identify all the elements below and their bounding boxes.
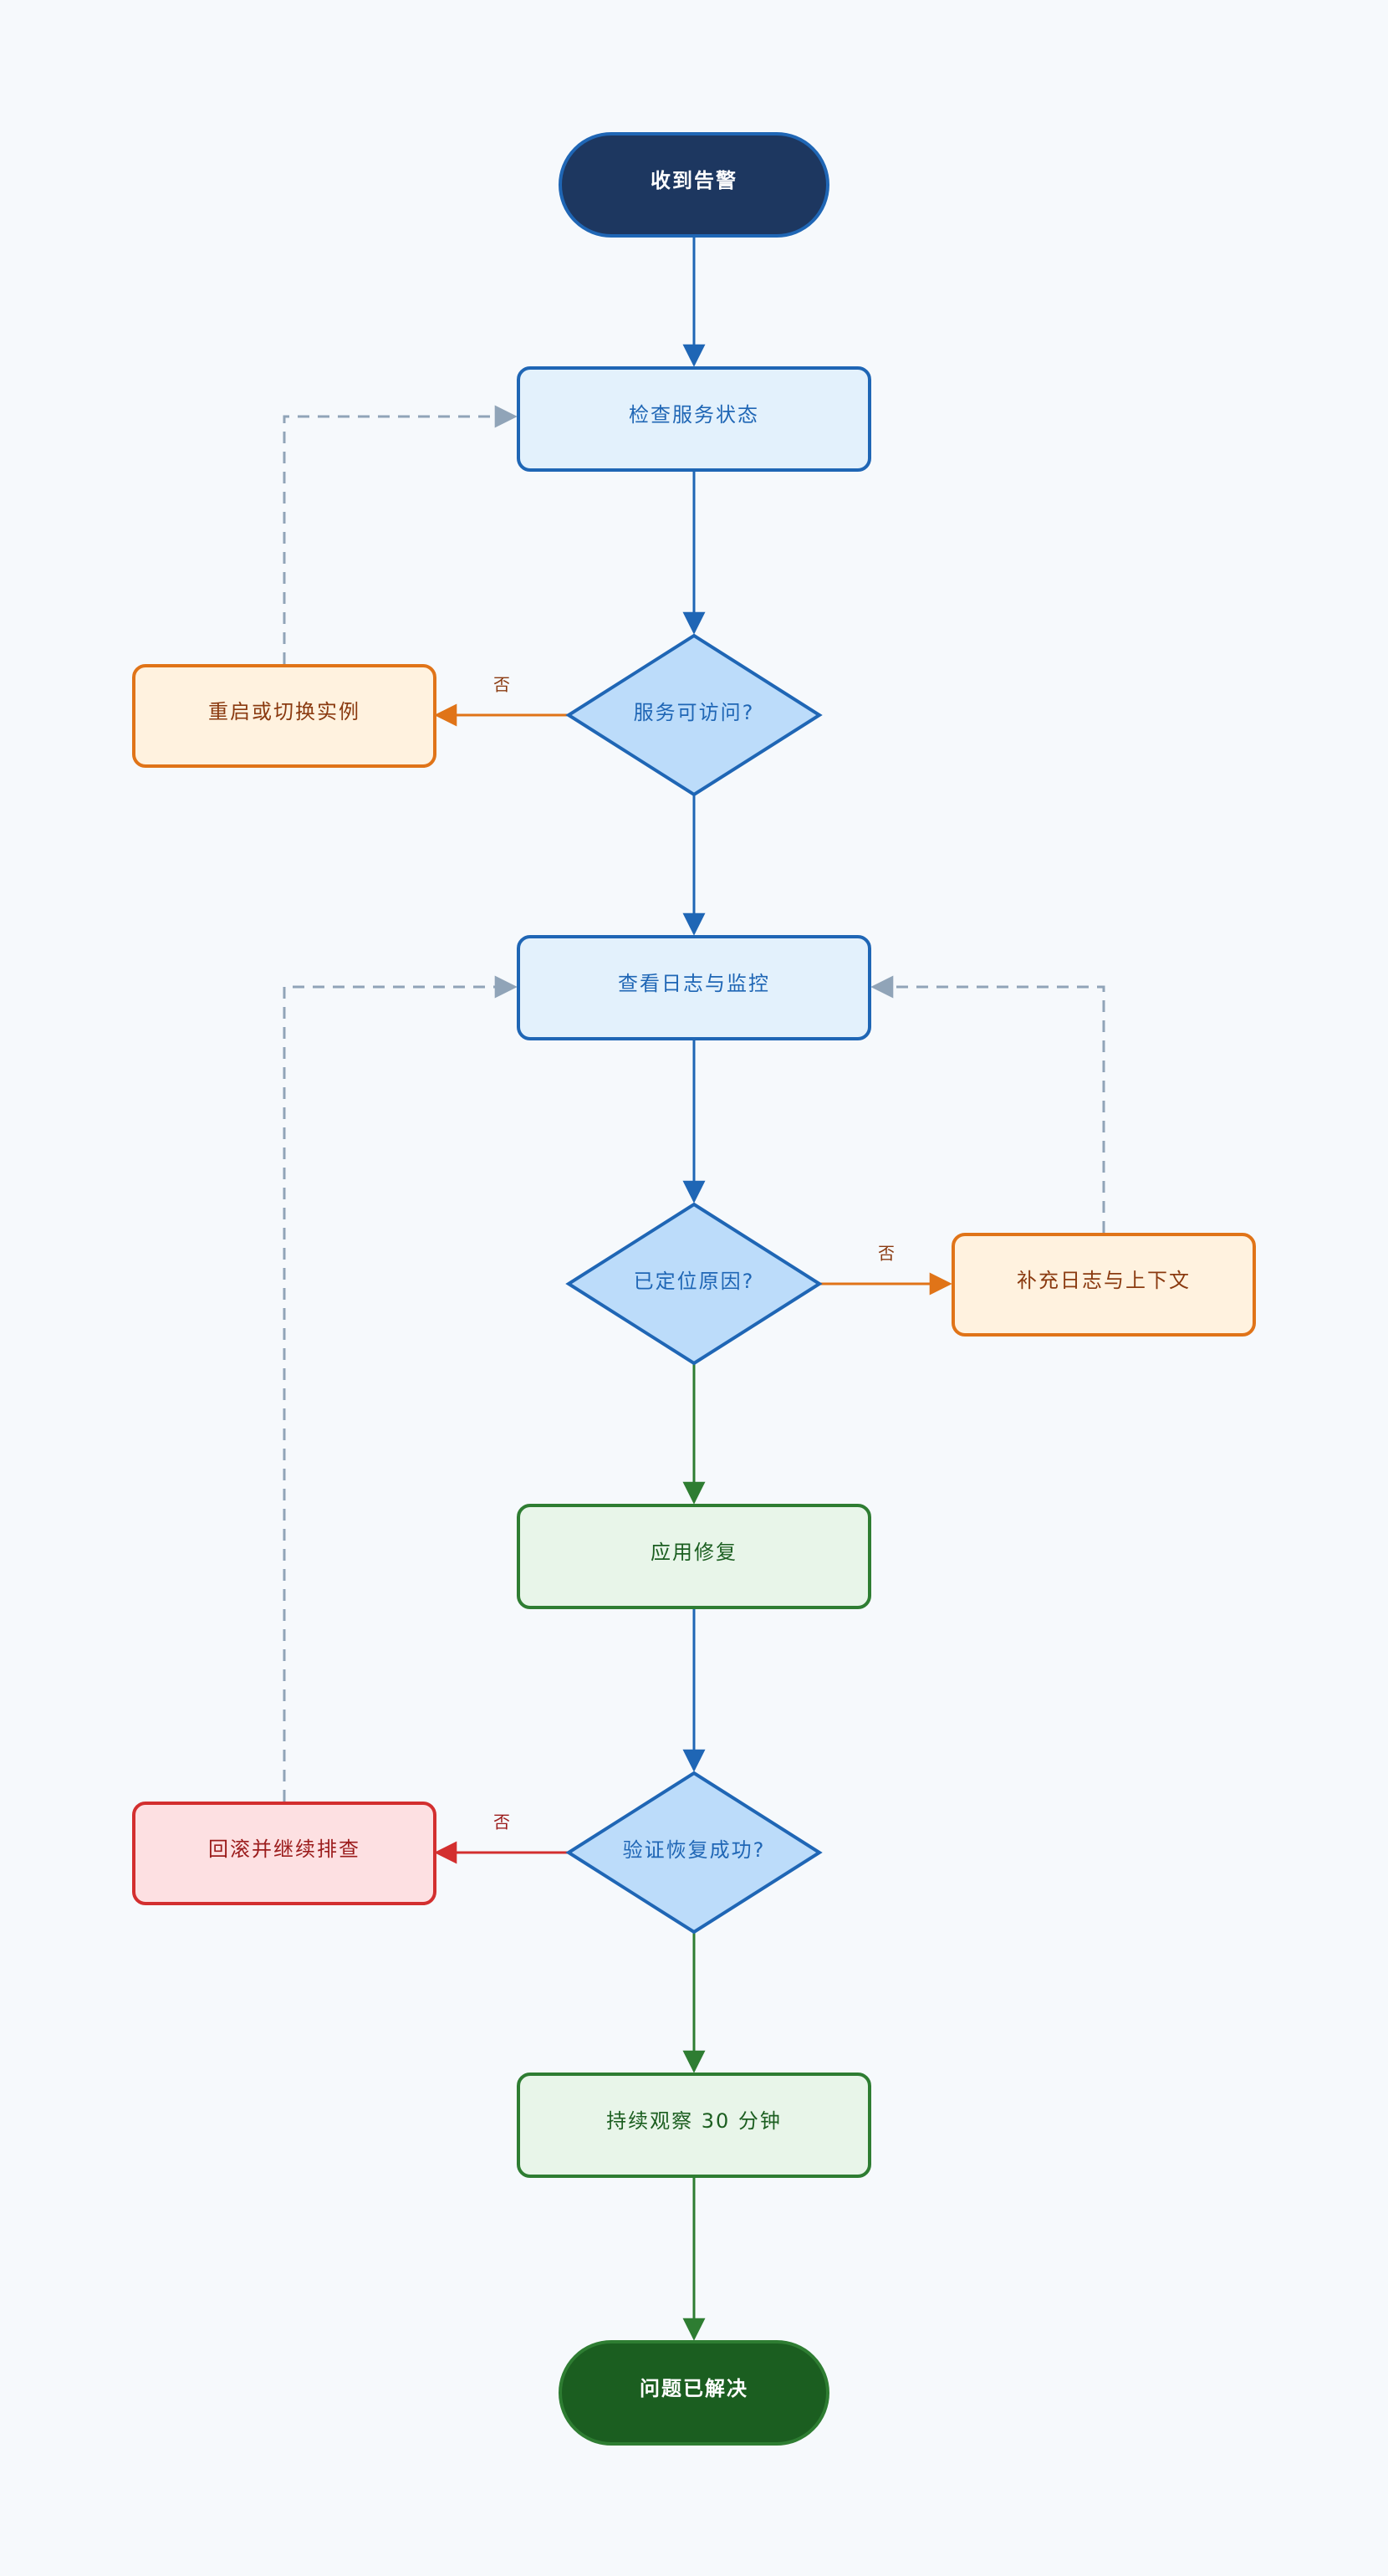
node-view-logs[interactable]: 查看日志与监控 — [517, 935, 871, 1040]
node-check-service[interactable]: 检查服务状态 — [517, 366, 871, 472]
edge-label-no: 否 — [878, 1244, 895, 1264]
node-apply-fix-label: 应用修复 — [651, 1541, 737, 1564]
node-service-accessible-decision[interactable]: 服务可访问? — [565, 633, 823, 797]
node-cause-located-label: 已定位原因? — [634, 1270, 755, 1293]
node-view-logs-shape — [517, 935, 871, 1040]
node-observe[interactable]: 持续观察 30 分钟 — [517, 2073, 871, 2178]
node-restart-shape — [132, 664, 436, 768]
node-end[interactable]: 问题已解决 — [559, 2340, 829, 2446]
node-add-logs-label: 补充日志与上下文 — [1017, 1269, 1191, 1292]
edge-label-no: 否 — [493, 1812, 510, 1832]
node-start-shape — [559, 132, 829, 238]
node-view-logs-label: 查看日志与监控 — [618, 972, 770, 995]
node-rollback-label: 回滚并继续排查 — [208, 1837, 360, 1861]
edge-labels: 否 否 否 — [493, 675, 895, 1832]
node-cause-located-decision[interactable]: 已定位原因? — [565, 1202, 823, 1366]
node-service-accessible-label: 服务可访问? — [634, 701, 755, 724]
node-add-logs-shape — [952, 1233, 1256, 1337]
node-start[interactable]: 收到告警 — [559, 132, 829, 238]
edge-add-logs-to-view-logs-dashed — [870, 975, 1105, 1233]
nodes: 收到告警 检查服务状态 服务可访问? 重启或切换实例 查看日志与监控 已定位原因… — [132, 132, 1256, 2446]
node-start-label: 收到告警 — [651, 169, 737, 192]
edge-label-no: 否 — [493, 675, 510, 695]
node-verify-shape — [565, 1771, 823, 1935]
node-verify-decision[interactable]: 验证恢复成功? — [565, 1771, 823, 1935]
node-restart-label: 重启或切换实例 — [208, 700, 360, 723]
node-service-accessible-shape — [565, 633, 823, 797]
node-rollback-shape — [132, 1802, 436, 1905]
edge-restart-to-check-service-dashed — [283, 405, 518, 664]
node-end-shape — [559, 2340, 829, 2446]
node-check-service-label: 检查服务状态 — [629, 403, 759, 427]
node-observe-shape — [517, 2073, 871, 2178]
node-rollback[interactable]: 回滚并继续排查 — [132, 1802, 436, 1905]
edge-rollback-to-view-logs-dashed — [283, 975, 518, 1802]
node-apply-fix[interactable]: 应用修复 — [517, 1504, 871, 1609]
node-observe-label: 持续观察 30 分钟 — [606, 2109, 782, 2133]
edges — [283, 236, 1105, 2341]
node-end-label: 问题已解决 — [640, 2377, 748, 2400]
node-check-service-shape — [517, 366, 871, 472]
node-apply-fix-shape — [517, 1504, 871, 1609]
node-restart[interactable]: 重启或切换实例 — [132, 664, 436, 768]
node-add-logs[interactable]: 补充日志与上下文 — [952, 1233, 1256, 1337]
node-verify-label: 验证恢复成功? — [623, 1838, 766, 1862]
node-cause-located-shape — [565, 1202, 823, 1366]
